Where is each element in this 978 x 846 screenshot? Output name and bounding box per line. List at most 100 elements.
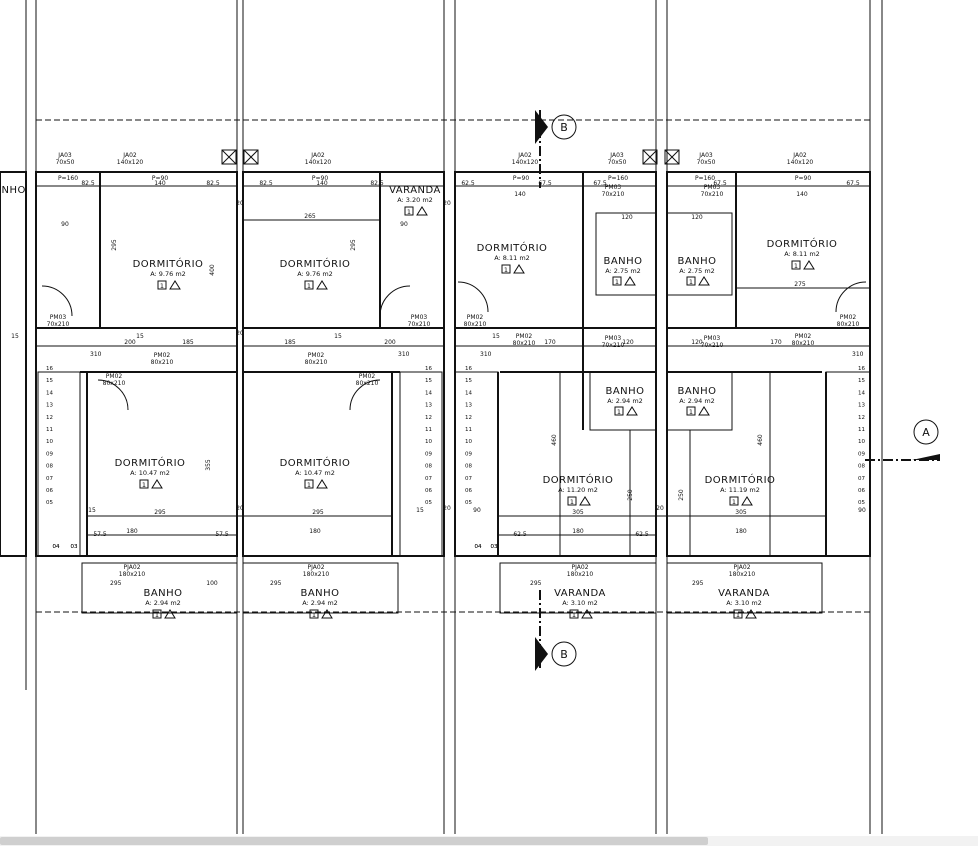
- room-name: BANHO: [603, 256, 642, 267]
- room-marker-number: 1: [307, 282, 311, 290]
- room-name: DORMITÓRIO: [543, 473, 614, 486]
- dimension-small: 15: [334, 333, 342, 340]
- dimension-small: 20: [443, 505, 451, 512]
- room-marker-number: 1: [570, 498, 574, 506]
- warning-triangle-icon: [316, 280, 328, 290]
- stair-step-number: 11: [46, 427, 53, 433]
- stair-step-number: 16: [858, 366, 865, 372]
- room-marker-box: [139, 479, 149, 489]
- stair-step-number: 14: [425, 390, 432, 396]
- window-size: 140x120: [787, 159, 814, 166]
- door-code: PM03: [411, 314, 428, 321]
- stair-step-number: 07: [858, 476, 865, 482]
- dimension-width: 200: [124, 339, 136, 346]
- window-size: 180x210: [119, 571, 146, 578]
- room-marker-number: 1: [312, 611, 316, 619]
- window-code: PJA02: [571, 564, 588, 571]
- dimension-small: 120: [622, 339, 634, 346]
- horizontal-scrollbar[interactable]: [0, 836, 978, 846]
- room-name-partial: ANHO: [0, 185, 26, 196]
- dimension-top: 82.5: [81, 180, 95, 187]
- stair-step-number: 09: [425, 451, 432, 457]
- sill-height: P=90: [795, 175, 811, 182]
- door-size: 70x210: [602, 342, 625, 349]
- stair-step-number: 16: [46, 366, 53, 372]
- dimension-small: 100: [206, 580, 218, 587]
- room-area: A: 2.75 m2: [605, 267, 641, 275]
- room-area: A: 9.76 m2: [297, 270, 333, 278]
- room-marker-number: 1: [615, 278, 619, 286]
- dimension-top: 67.5: [846, 180, 860, 187]
- sill-height: P=160: [695, 175, 715, 182]
- dimension-width: 275: [794, 281, 806, 288]
- stair-step-number: 08: [465, 464, 472, 470]
- room-marker-number: 1: [732, 498, 736, 506]
- dimension-width: 305: [572, 509, 584, 516]
- window-size: 140x120: [117, 159, 144, 166]
- dimension-width: 180: [309, 528, 321, 535]
- window-size: 70x50: [56, 159, 75, 166]
- dimension-small: 90: [858, 507, 866, 514]
- floor-level: 295: [270, 580, 282, 587]
- door-size: 70x210: [701, 191, 724, 198]
- room-marker-box: [567, 496, 577, 506]
- room-marker-box: [157, 280, 167, 290]
- window-code: PJA02: [307, 564, 324, 571]
- room-name: DORMITÓRIO: [115, 456, 186, 469]
- dimension-width: 265: [304, 213, 316, 220]
- door-size: 70x210: [701, 342, 724, 349]
- stair-step-number: 07: [46, 476, 53, 482]
- room-area: A: 2.94 m2: [302, 599, 338, 607]
- dimension-height: 250: [678, 489, 685, 501]
- stair-step-number: 06: [425, 488, 432, 494]
- room-marker-box: [686, 276, 696, 286]
- warning-triangle-icon: [321, 609, 333, 619]
- room-area: A: 2.94 m2: [607, 397, 643, 405]
- warning-triangle-icon: [164, 609, 176, 619]
- stair-step-number: 09: [46, 451, 53, 457]
- room-name: DORMITÓRIO: [705, 473, 776, 486]
- room-name: VARANDA: [554, 588, 606, 599]
- stair-step-number: 06: [46, 488, 53, 494]
- stair-step-number: 03: [491, 544, 498, 550]
- dimension-height: 250: [627, 489, 634, 501]
- dimension-small: 120: [691, 214, 703, 221]
- stair-step-number: 05: [46, 500, 53, 506]
- dimension-small: 120: [621, 214, 633, 221]
- room-marker-number: 1: [689, 408, 693, 416]
- dimension-top: 67.5: [593, 180, 607, 187]
- dimension-top: 62.5: [461, 180, 475, 187]
- door-size: 80x210: [837, 321, 860, 328]
- door-code: PM02: [840, 314, 857, 321]
- stair-step-number: 15: [425, 378, 432, 384]
- window-code: JA02: [122, 152, 137, 159]
- dimension-width: 180: [126, 528, 138, 535]
- scrollbar-thumb[interactable]: [0, 837, 708, 845]
- door-code: PM02: [308, 352, 325, 359]
- room-name: VARANDA: [389, 185, 441, 196]
- room-marker-box: [791, 260, 801, 270]
- dimension-small: 62.5: [513, 531, 527, 538]
- dimension-width: 295: [154, 509, 166, 516]
- sill-height: P=160: [58, 175, 78, 182]
- stair-step-number: 09: [465, 451, 472, 457]
- stair-step-number: 10: [46, 439, 53, 445]
- dimension-top: 140: [316, 180, 328, 187]
- sill-height: P=160: [608, 175, 628, 182]
- stair-step-number: 11: [858, 427, 865, 433]
- room-marker-number: 1: [155, 611, 159, 619]
- stair-step-number: 03: [71, 544, 78, 550]
- warning-triangle-icon: [579, 496, 591, 506]
- door-code: PM02: [359, 373, 376, 380]
- dimension-small: 120: [691, 339, 703, 346]
- dimension-height: 355: [205, 459, 212, 471]
- floor-level: 295: [110, 580, 122, 587]
- room-marker-number: 1: [794, 262, 798, 270]
- sill-height: P=90: [513, 175, 529, 182]
- room-marker-number: 1: [160, 282, 164, 290]
- window-code: JA03: [609, 152, 624, 159]
- window-size: 180x210: [303, 571, 330, 578]
- floor-level: 295: [530, 580, 542, 587]
